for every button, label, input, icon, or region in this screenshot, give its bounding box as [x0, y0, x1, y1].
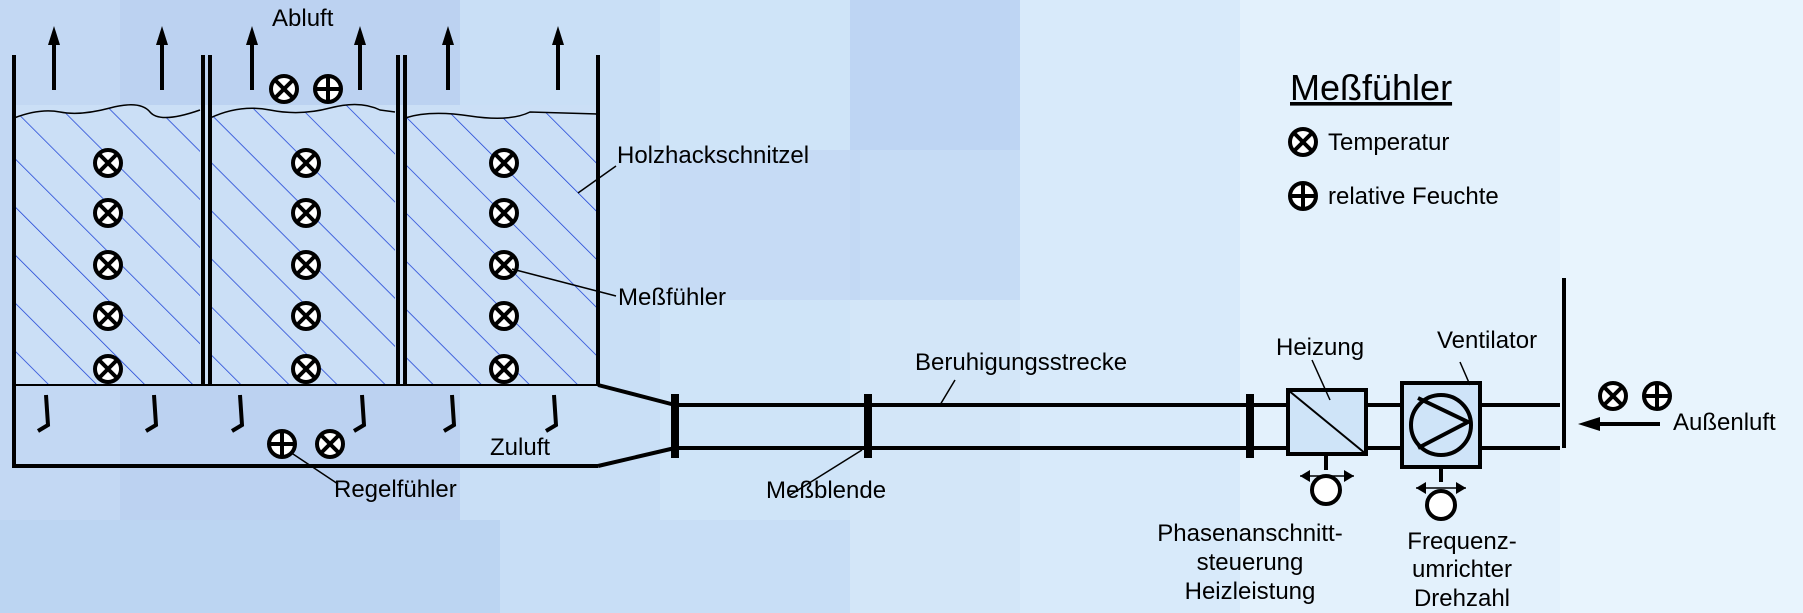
heater — [1286, 359, 1368, 506]
label-ventilator: Ventilator — [1437, 327, 1537, 354]
temperature-sensor-icon — [489, 301, 519, 331]
legend-title: Meßfühler — [1290, 67, 1452, 108]
heater-controller-icon — [1310, 474, 1342, 506]
temperature-sensor-icon — [291, 250, 321, 280]
label-frequenz-line1: Frequenz- — [1407, 528, 1516, 555]
leader-lines — [511, 165, 617, 297]
temperature-sensor-icon — [291, 198, 321, 228]
label-holzhackschnitzel: Holzhackschnitzel — [617, 142, 809, 169]
temperature-sensor-icon — [93, 301, 123, 331]
legend-humidity-label: relative Feuchte — [1328, 183, 1499, 210]
temperature-sensor-icon — [315, 429, 345, 459]
label-frequenz-line3: Drehzahl — [1414, 585, 1510, 612]
temperature-sensor-icon — [93, 148, 123, 178]
temperature-sensor-icon — [93, 354, 123, 384]
fan — [1400, 361, 1482, 521]
temperature-sensor-icon — [1288, 127, 1318, 157]
label-frequenz-line2: umrichter — [1412, 556, 1512, 583]
label-aussenluft: Außenluft — [1673, 409, 1776, 436]
label-messblende: Meßblende — [766, 477, 886, 504]
temperature-sensor-icon — [489, 250, 519, 280]
temperature-sensor-icon — [291, 354, 321, 384]
control-sensors — [267, 429, 345, 485]
temperature-sensor-icon — [93, 250, 123, 280]
humidity-sensor-icon — [313, 74, 343, 104]
temperature-sensor-icon — [93, 198, 123, 228]
label-phasen-line3: Heizleistung — [1185, 578, 1316, 605]
temperature-sensor-icon — [1598, 381, 1628, 411]
label-zuluft: Zuluft — [490, 434, 550, 461]
temperature-sensor-icon — [489, 198, 519, 228]
label-heizung: Heizung — [1276, 334, 1364, 361]
legend-temperature-label: Temperatur — [1328, 129, 1449, 156]
humidity-sensor-icon — [1288, 181, 1318, 211]
temperature-sensor-icon — [291, 301, 321, 331]
diagram-labels: Abluft Holzhackschnitzel Meßfühler Zuluf… — [272, 5, 1776, 612]
label-phasen-line2: steuerung — [1197, 549, 1304, 576]
label-messfuehler: Meßfühler — [618, 284, 726, 311]
label-abluft: Abluft — [272, 5, 334, 32]
label-phasen-line1: Phasenanschnitt- — [1157, 520, 1342, 547]
label-regelfuehler: Regelfühler — [334, 476, 457, 503]
temperature-sensor-icon — [489, 354, 519, 384]
label-beruhigungsstrecke: Beruhigungsstrecke — [915, 349, 1127, 376]
temperature-sensor-icon — [489, 148, 519, 178]
temperature-sensor-icon — [269, 74, 299, 104]
temperature-sensor-icon — [291, 148, 321, 178]
humidity-sensor-icon — [1642, 381, 1672, 411]
outside-air-inlet — [1578, 381, 1672, 431]
sensor-legend: Meßfühler Temperatur relative Feuchte — [1288, 67, 1499, 211]
fan-controller-icon — [1425, 489, 1457, 521]
